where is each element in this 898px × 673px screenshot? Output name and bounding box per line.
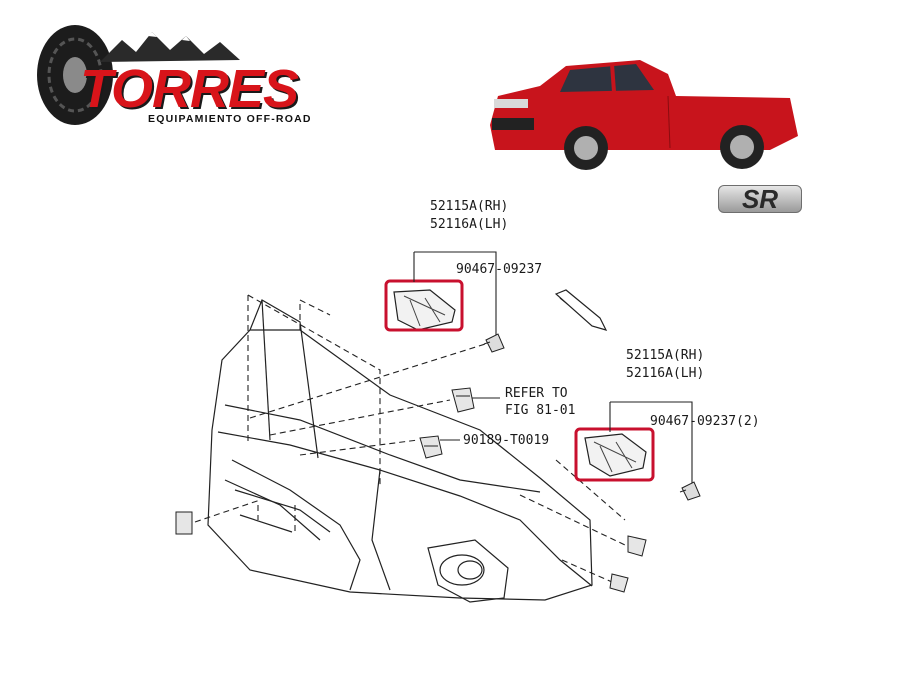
callout-top-part-rh: 52115A(RH) (430, 199, 509, 214)
brand-name: TORRES (80, 59, 299, 119)
clip-icon (419, 435, 443, 459)
tire-logo-icon (37, 25, 113, 125)
bumper-bracket-right (584, 433, 647, 477)
trim-badge-text: SR (741, 184, 779, 214)
clip-icon (451, 387, 475, 413)
highlight-box-right (574, 427, 655, 482)
fog-light-housing (427, 539, 509, 603)
arrow-icon (554, 289, 608, 331)
callout-top-screw: 90467-09237 (456, 262, 543, 277)
callout-top-part-lh: 52116A(LH) (430, 217, 509, 232)
callout-refer-line1: REFER TO (505, 386, 568, 401)
mountain-logo-icon (100, 32, 240, 62)
bumper-bracket-top (393, 289, 456, 331)
front-bumper-outline (207, 329, 593, 601)
trim-badge: SR (718, 184, 802, 214)
highlight-box-top (384, 279, 464, 332)
callout-refer-line2: FIG 81-01 (505, 403, 576, 418)
screw-icon (483, 333, 505, 353)
clip-icon (609, 573, 629, 593)
callout-clip: 90189-T0019 (463, 433, 550, 448)
clip-icon (175, 511, 193, 535)
callout-right-part-lh: 52116A(LH) (626, 366, 705, 381)
screw-icon (679, 481, 701, 501)
callout-right-part-rh: 52115A(RH) (626, 348, 705, 363)
clip-icon (627, 535, 647, 557)
red-pickup-truck-icon (490, 60, 798, 170)
callout-right-screw: 90467-09237(2) (650, 414, 760, 429)
brand-tagline: EQUIPAMIENTO OFF-ROAD (148, 113, 312, 125)
